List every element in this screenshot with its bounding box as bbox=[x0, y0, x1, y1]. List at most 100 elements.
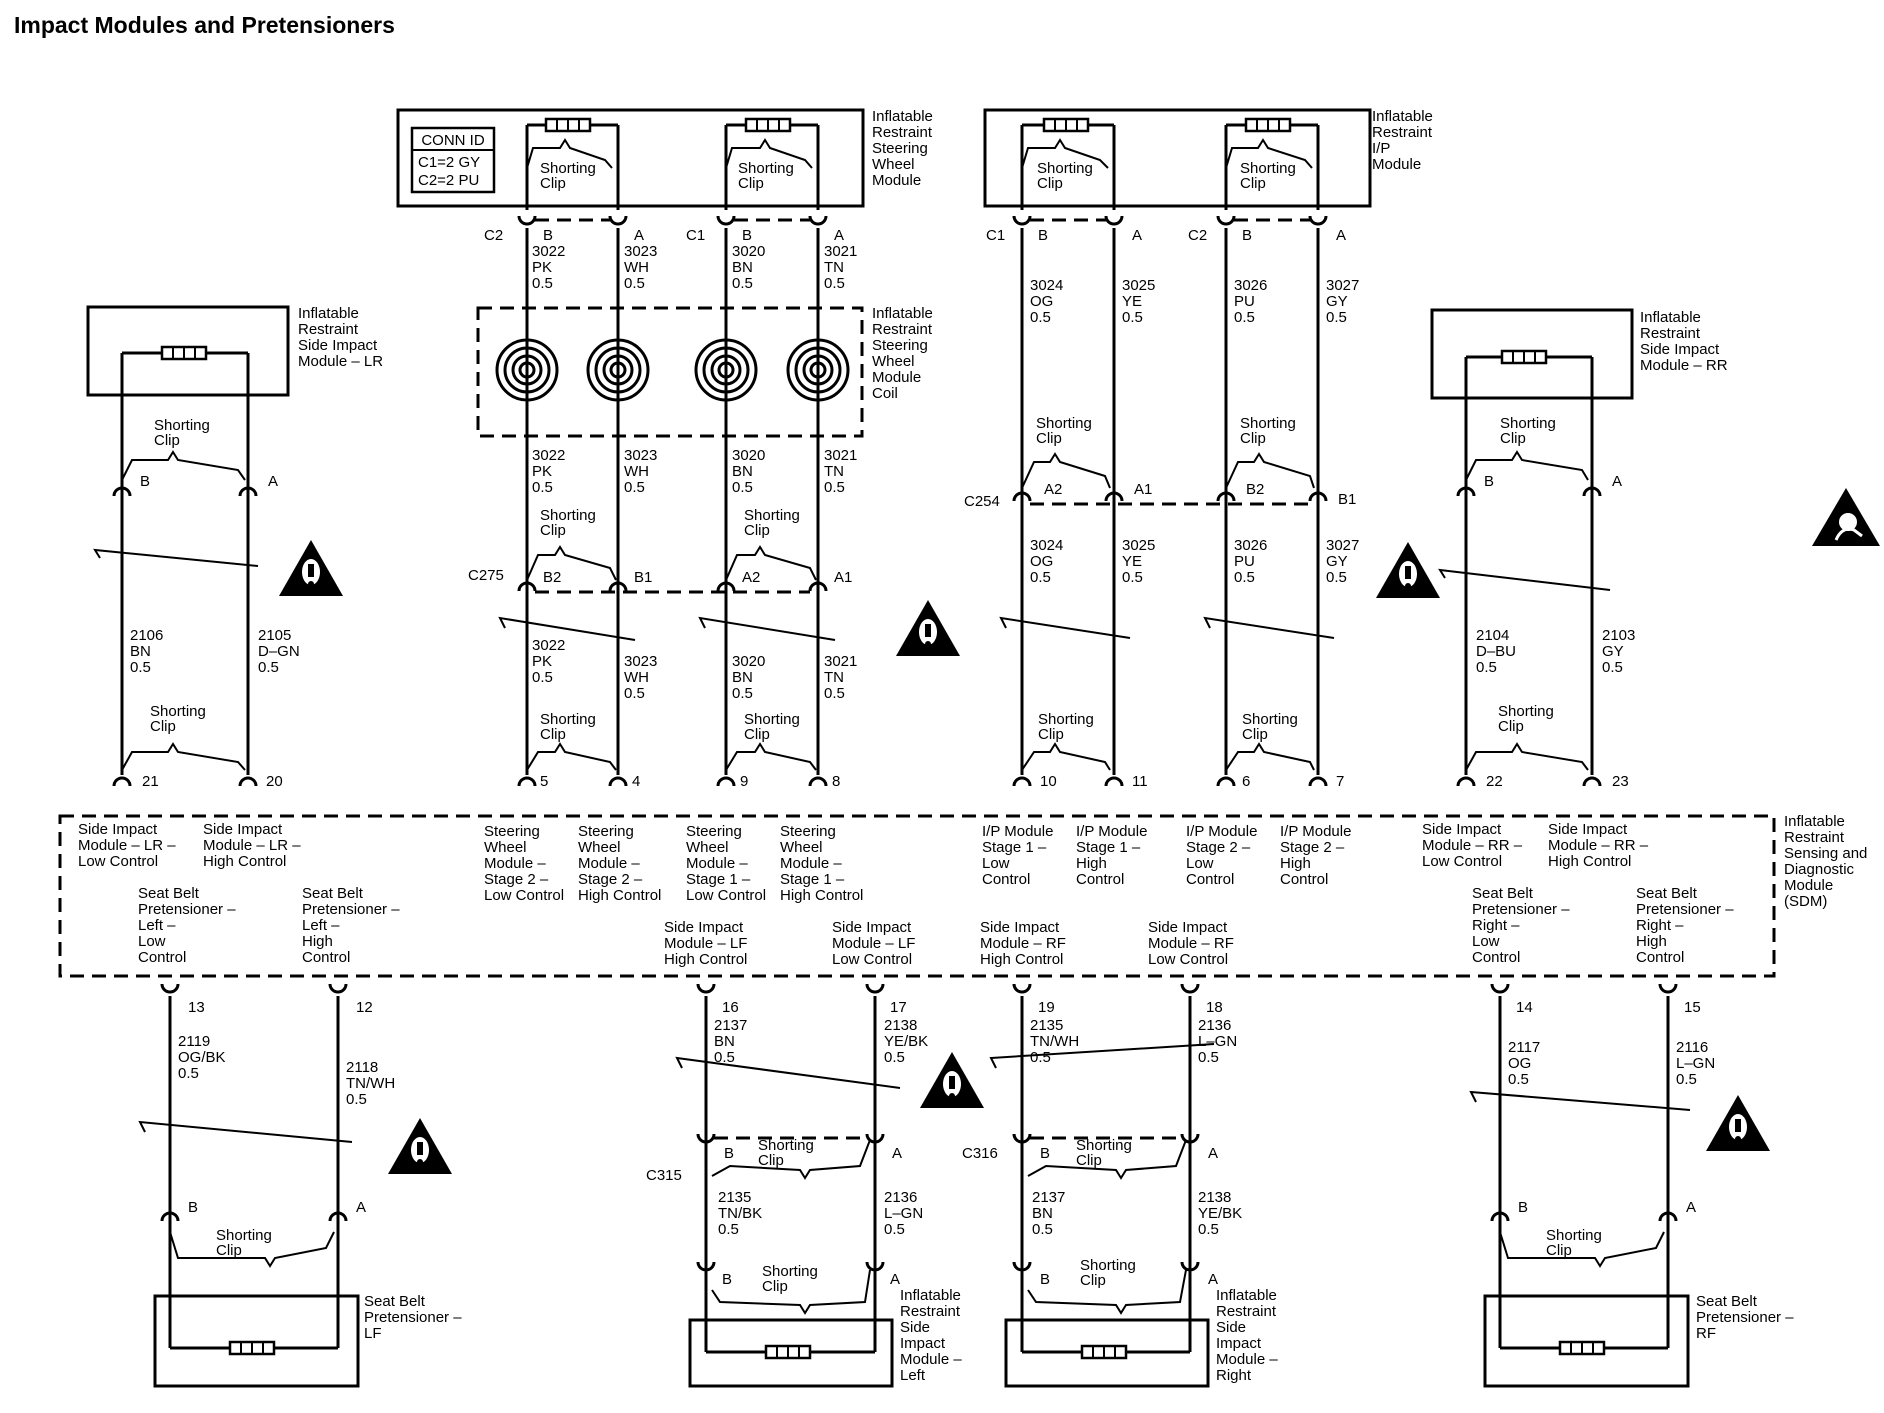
conn-id-line2: C2=2 PU bbox=[418, 172, 479, 189]
pin-a: A bbox=[1336, 227, 1346, 244]
pin-13: 13 bbox=[188, 999, 205, 1016]
pin-6: 6 bbox=[1242, 773, 1250, 790]
pin-20: 20 bbox=[266, 773, 283, 790]
connector-c254: C254 bbox=[964, 493, 1000, 510]
squib-ip-stage1 bbox=[1042, 117, 1090, 133]
pin-a2: A2 bbox=[1044, 481, 1062, 498]
conn-id-header: CONN ID bbox=[421, 132, 485, 149]
warning-icon bbox=[1706, 1095, 1770, 1151]
pin-b: B bbox=[742, 227, 752, 244]
pin-12: 12 bbox=[356, 999, 373, 1016]
pin-b2: B2 bbox=[1246, 481, 1264, 498]
sdm-box bbox=[58, 814, 1776, 978]
connector-c316: C316 bbox=[962, 1145, 998, 1162]
pin-a: A bbox=[1132, 227, 1142, 244]
pin-11: 11 bbox=[1132, 773, 1148, 790]
connector-c1: C1 bbox=[686, 227, 705, 244]
pin-b: B bbox=[724, 1145, 734, 1162]
pin-5: 5 bbox=[540, 773, 548, 790]
pin-8: 8 bbox=[832, 773, 840, 790]
warning-icon bbox=[279, 540, 343, 596]
steering-wheel-coil-box bbox=[476, 306, 864, 438]
airbag-symbol-icon bbox=[1812, 488, 1880, 546]
pin-a: A bbox=[1686, 1199, 1696, 1216]
pin-b: B bbox=[543, 227, 553, 244]
pin-b2: B2 bbox=[543, 569, 561, 586]
shorting-clip-label: Shorting bbox=[540, 160, 596, 177]
pin-22: 22 bbox=[1486, 773, 1503, 790]
shorting-clip-label: Clip bbox=[540, 175, 566, 192]
pin-a: A bbox=[1208, 1145, 1218, 1162]
conn-id-box bbox=[410, 126, 496, 194]
pin-a: A bbox=[634, 227, 644, 244]
pin-a1: A1 bbox=[1134, 481, 1152, 498]
connector-c2: C2 bbox=[484, 227, 503, 244]
squib-pretensioner-lf bbox=[228, 1340, 276, 1356]
pin-b: B bbox=[1040, 1271, 1050, 1288]
pin-b: B bbox=[188, 1199, 198, 1216]
squib-ip-stage2 bbox=[1244, 117, 1292, 133]
connector-c2: C2 bbox=[1188, 227, 1207, 244]
warning-icon bbox=[388, 1118, 452, 1174]
pin-b: B bbox=[1242, 227, 1252, 244]
squib-sw-stage2 bbox=[544, 117, 592, 133]
connector-c1: C1 bbox=[986, 227, 1005, 244]
squib-side-right bbox=[1080, 1344, 1128, 1360]
squib-side-left bbox=[764, 1344, 812, 1360]
